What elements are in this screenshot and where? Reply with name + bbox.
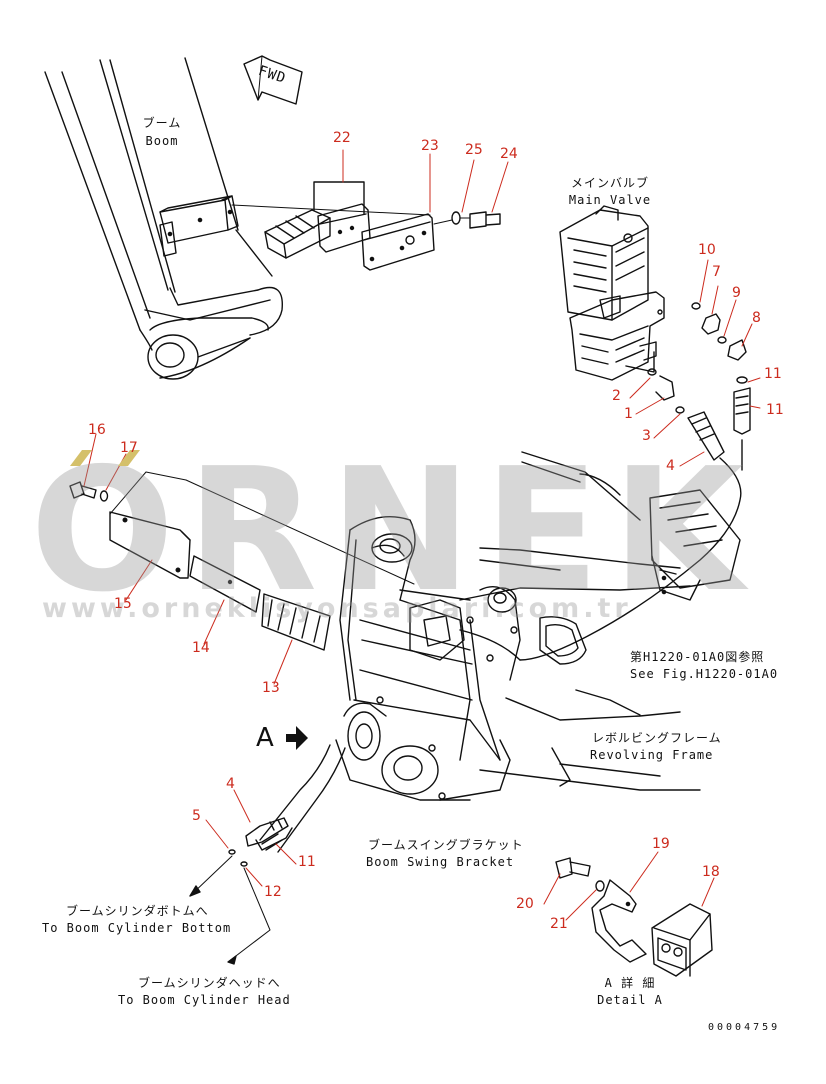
boom-label-jp: ブーム [142, 116, 182, 130]
hoses [259, 439, 743, 853]
callout-11-lower: 11 [298, 854, 316, 870]
callout-19: 19 [652, 836, 670, 852]
main-valve-label-jp: メインバルブ [570, 176, 650, 190]
callout-4-lower: 4 [226, 776, 235, 792]
main-valve-drawing [559, 205, 665, 381]
cyl-bottom-label-en: To Boom Cylinder Bottom [42, 921, 232, 935]
bottom-fittings [189, 817, 293, 965]
callout-7: 8 [752, 310, 761, 326]
detail-a-drawing [555, 857, 713, 977]
watermark-accent-icon [70, 450, 140, 466]
fwd-arrow [243, 55, 303, 105]
callout-22: 22 [333, 130, 351, 146]
callout-10: 11 [764, 366, 782, 382]
callout-18: 18 [702, 864, 720, 880]
left-plates [69, 471, 415, 651]
callout-15: 15 [114, 596, 132, 612]
document-number: 00004759 [708, 1022, 781, 1033]
callout-5: 5 [192, 808, 201, 824]
cyl-head-label-jp: ブームシリンダヘッドへ [138, 976, 281, 990]
see-fig-label-jp: 第H1220-01A0図参照 [630, 650, 765, 664]
boom-label-en: Boom [145, 134, 179, 148]
callout-2: 2 [612, 388, 621, 404]
view-a-label: A [256, 723, 274, 753]
callout-9: 10 [698, 242, 716, 258]
callout-21: 21 [550, 916, 568, 932]
swing-bracket-label-jp: ブームスイングブラケット [368, 838, 524, 852]
callout-8: 9 [732, 285, 741, 301]
revolving-frame-label-en: Revolving Frame [590, 748, 714, 762]
callout-14: 14 [192, 640, 210, 656]
plates-assembly [264, 181, 501, 271]
callout-24: 24 [500, 146, 518, 162]
callout-3: 3 [642, 428, 651, 444]
boom-drawing [44, 57, 431, 380]
main-valve-label-en: Main Valve [568, 193, 652, 207]
callout-20: 20 [516, 896, 534, 912]
callout-25: 25 [465, 142, 483, 158]
callout-leaders [83, 149, 761, 921]
swing-bracket-drawing [335, 515, 521, 801]
cyl-head-label-en: To Boom Cylinder Head [118, 993, 291, 1007]
see-fig-label-en: See Fig.H1220-01A0 [630, 667, 779, 681]
watermark-brand: ORNEK [30, 432, 756, 630]
detail-a-label-en: Detail A [597, 993, 663, 1007]
callout-13: 13 [262, 680, 280, 696]
callout-16: 16 [88, 422, 106, 438]
callout-23: 23 [421, 138, 439, 154]
callout-12: 12 [264, 884, 282, 900]
swing-bracket-label-en: Boom Swing Bracket [366, 855, 515, 869]
watermark-url: www.orneklisyonsaplari.com.tr [42, 593, 632, 624]
callout-6: 7 [712, 264, 721, 280]
revolving-frame-label-jp: レボルビングフレーム [592, 731, 722, 745]
callout-1: 1 [624, 406, 633, 422]
callout-4-valve: 4 [666, 458, 675, 474]
valve-fittings [647, 302, 751, 461]
cyl-bottom-label-jp: ブームシリンダボトムへ [66, 904, 209, 918]
detail-a-label-jp: A 詳 細 [604, 976, 656, 990]
callout-11-valve: 11 [766, 402, 784, 418]
view-arrow [286, 726, 308, 750]
callout-17: 17 [120, 440, 138, 456]
